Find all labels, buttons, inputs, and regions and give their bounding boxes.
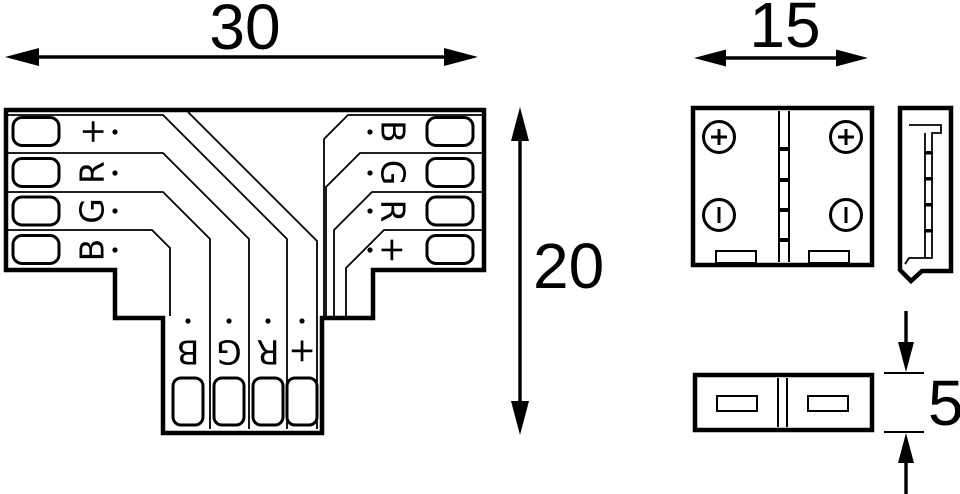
t-connector-right-pin-labels: B G R + <box>367 120 413 264</box>
center-seam <box>778 111 790 262</box>
end-connector-front-view <box>690 105 875 268</box>
pin-label: G <box>374 160 413 186</box>
t-connector-outline <box>3 107 487 436</box>
arrowhead-down <box>511 401 529 435</box>
t-connector-left-pin-labels: + R G B <box>73 118 118 262</box>
end-connector-edge-view <box>692 372 875 433</box>
t-connector-left-pads <box>11 116 61 265</box>
dimension-width-15: 15 <box>694 0 868 67</box>
pad <box>285 376 319 427</box>
dimension-thickness-5: 5 <box>884 311 960 494</box>
dim-30-label: 30 <box>209 0 280 63</box>
pin-label: + <box>374 236 413 264</box>
pad <box>11 116 61 147</box>
dimension-height-20: 20 <box>511 107 604 435</box>
mounting-slot <box>808 250 850 264</box>
arrowhead-down <box>898 342 914 372</box>
pin-label: B <box>177 333 200 372</box>
front-outline <box>690 105 875 268</box>
slot <box>716 395 758 412</box>
arrowhead-right <box>444 48 478 66</box>
pad <box>425 234 475 265</box>
t-connector-top-view: + R G B B G R + B G R + <box>3 107 487 436</box>
pad <box>11 234 61 265</box>
pin-label: R <box>257 333 280 372</box>
pin-label: B <box>374 120 413 143</box>
pin-label: R <box>374 200 413 223</box>
pad <box>425 157 475 188</box>
dimension-width-30: 30 <box>5 0 478 66</box>
pin-label: R <box>73 161 112 184</box>
pin-label: + <box>73 118 112 146</box>
dim-15-label: 15 <box>749 0 820 61</box>
plus-icon <box>829 120 863 154</box>
t-connector-right-pads <box>425 116 475 265</box>
arrowhead-up <box>898 433 914 463</box>
t-connector-bottom-pads <box>171 376 319 427</box>
minus-icon <box>829 198 863 232</box>
end-connector-side-profile <box>897 105 954 285</box>
pin-label: B <box>73 239 112 262</box>
dim-5-label: 5 <box>928 367 960 439</box>
pin-label: G <box>73 198 112 224</box>
side-profile-outline <box>897 105 954 285</box>
pad <box>425 195 475 227</box>
dim-20-label: 20 <box>533 230 604 302</box>
pin-label: + <box>288 333 316 372</box>
pad <box>212 376 246 427</box>
pad <box>11 195 61 227</box>
plus-icon <box>702 120 736 154</box>
pad <box>425 116 475 147</box>
mounting-slot <box>715 250 757 264</box>
t-connector-bottom-pin-labels: B G R + <box>177 318 316 372</box>
pad <box>11 157 61 188</box>
t-connector-traces-right <box>323 114 482 316</box>
arrowhead-up <box>511 107 529 141</box>
t-connector-traces-left <box>8 111 318 429</box>
arrowhead-left <box>694 49 726 67</box>
edge-outline <box>692 372 875 433</box>
pin-label: G <box>216 333 242 372</box>
arrowhead-left <box>5 48 39 66</box>
minus-icon <box>702 198 736 232</box>
pad <box>251 376 285 427</box>
slot <box>807 395 849 412</box>
arrowhead-right <box>836 49 868 67</box>
pad <box>171 376 205 427</box>
